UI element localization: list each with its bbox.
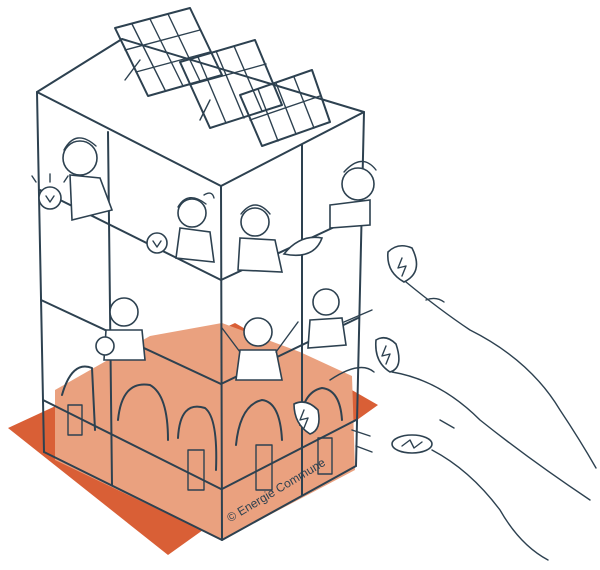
resident-bottom-center <box>221 317 299 381</box>
lightning-battery-icon <box>391 434 433 454</box>
energy-trails <box>329 281 597 561</box>
arched-windows <box>61 365 343 491</box>
resident-middle-left <box>237 204 284 273</box>
resident-bottom-right <box>307 288 373 349</box>
residents <box>62 137 377 381</box>
resident-top-left <box>62 137 114 222</box>
lightning-leaf-icon <box>282 236 418 435</box>
resident-top-right <box>329 160 377 229</box>
solar-panel-icon <box>114 7 331 147</box>
resident-top-middle <box>175 192 215 263</box>
lightbulb-icon <box>31 173 168 356</box>
resident-bottom-left <box>103 297 146 361</box>
